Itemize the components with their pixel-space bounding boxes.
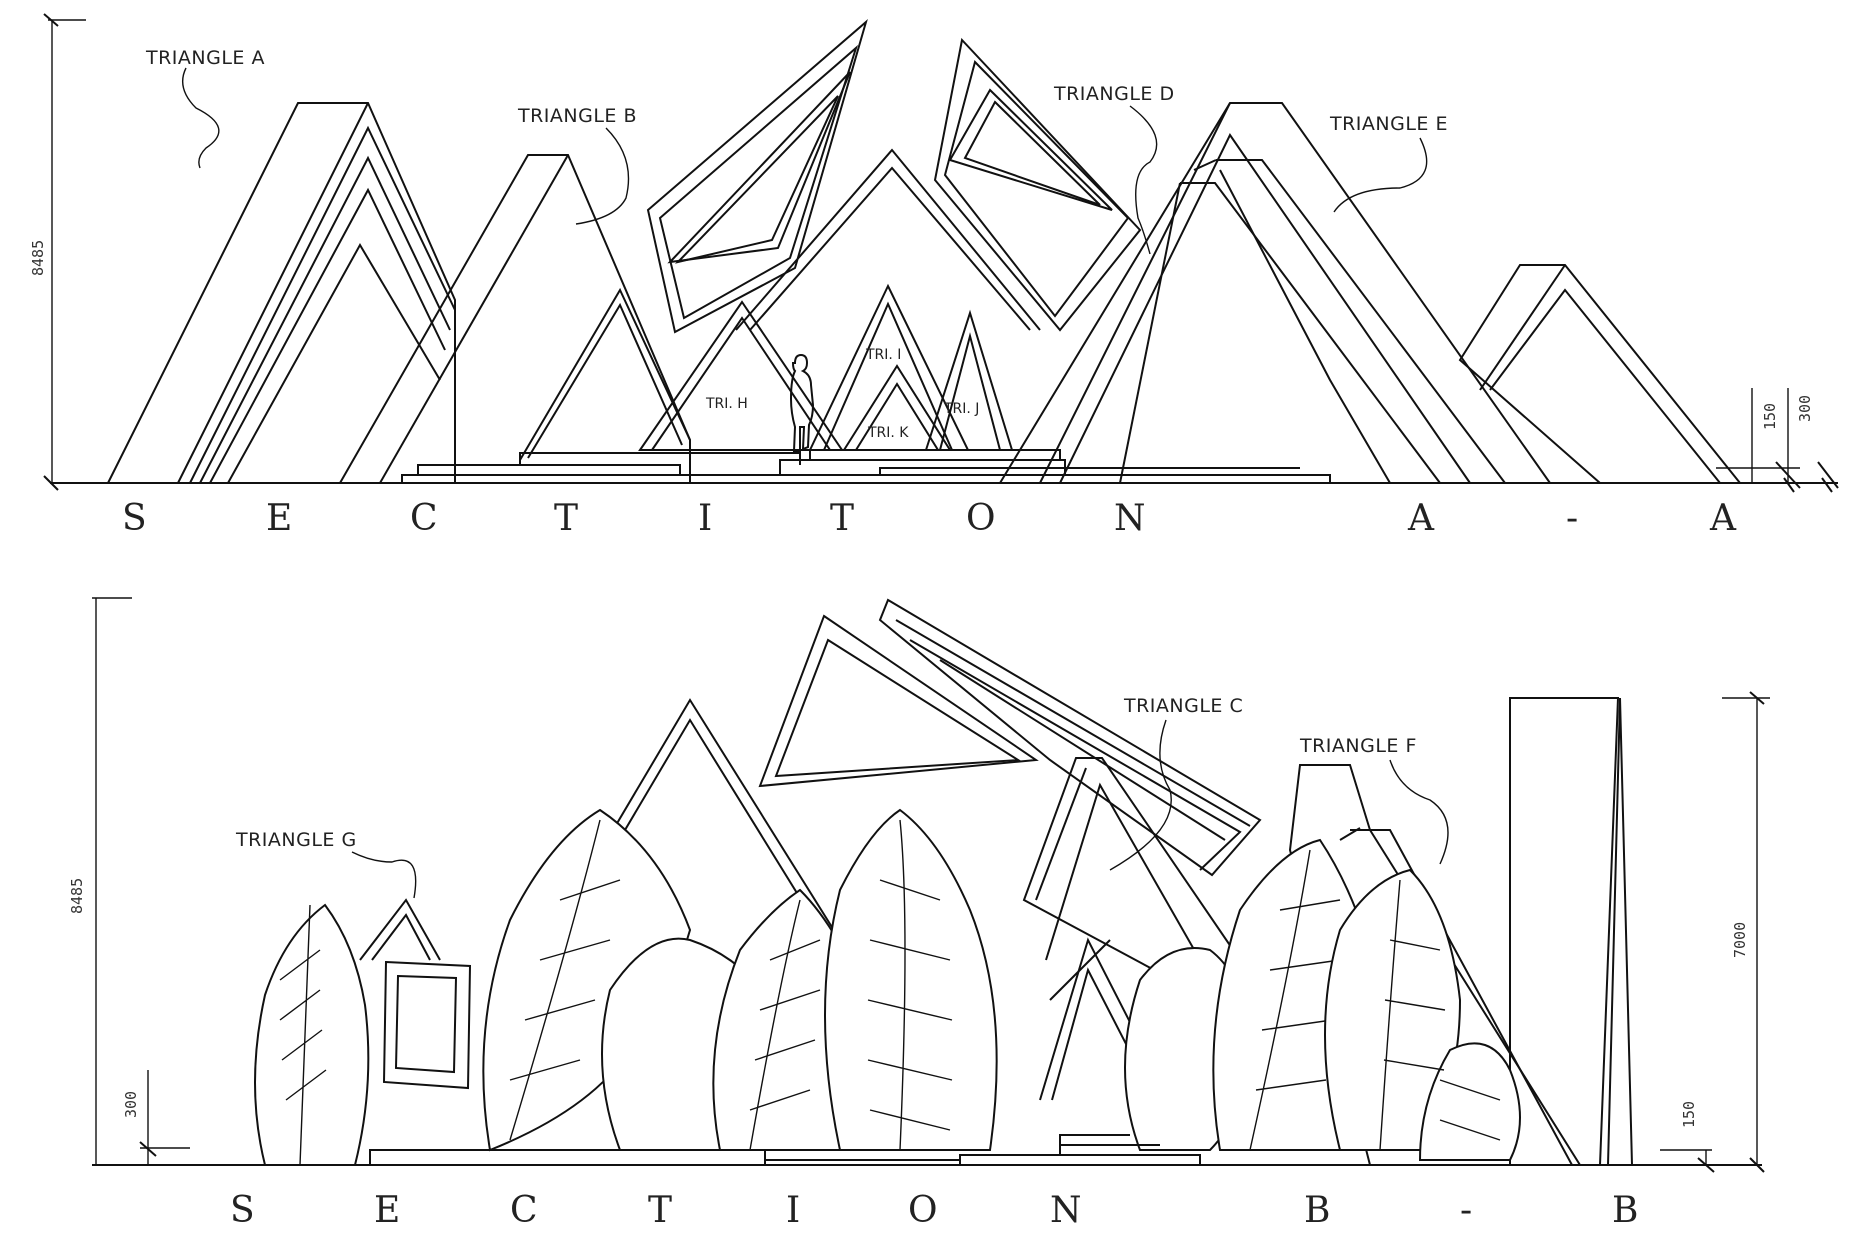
title-a-letter-7: N [1114,498,1146,539]
title-b-letter-5: O [908,1190,938,1231]
leader-triangle-d [1129,105,1158,255]
tall-panel [1509,697,1634,1166]
section-b-title: S E C T I O N B - B [230,1190,1638,1231]
title-a-letter-5: T [830,498,854,539]
dim-300-b: 300 [122,1091,140,1118]
dim-150-a: 150 [1761,403,1779,430]
title-a-letter-3: T [554,498,578,539]
title-b-letter-0: S [230,1190,255,1231]
triangle-h [638,300,844,451]
section-b-right-dims [1660,691,1770,1173]
title-b-letter-2: C [510,1190,538,1231]
label-tri-k: TRI. K [867,425,909,441]
title-b-letter-7: B [1304,1190,1330,1231]
triangle-f [1288,764,1582,1166]
title-b-letter-9: B [1612,1190,1638,1231]
title-a-letter-6: O [966,498,996,539]
leader-triangle-b [575,127,630,225]
label-triangle-d: TRIANGLE D [1053,83,1175,105]
title-a-letter-0: S [122,498,147,539]
title-b-letter-6: N [1050,1190,1082,1231]
label-triangle-f: TRIANGLE F [1299,735,1417,757]
dim-300-a: 300 [1796,395,1814,422]
triangle-g [359,898,441,961]
dim-height-a: 8485 [29,240,47,276]
section-a-steps [401,449,1331,483]
leader-triangle-g [351,851,417,899]
label-triangle-e: TRIANGLE E [1329,113,1448,135]
leader-triangle-c [1109,719,1172,871]
leader-triangle-f [1389,759,1449,865]
title-b-letter-4: I [786,1190,800,1231]
title-a-letter-4: I [698,498,712,539]
label-triangle-c: TRIANGLE C [1123,695,1243,717]
title-b-letter-1: E [374,1190,400,1231]
section-a-title: S E C T I T O N A - A [122,498,1737,539]
triangle-tilted-b [758,598,1262,877]
section-b-drawing [92,597,1770,1173]
leader-triangle-e [1333,137,1428,213]
title-a-letter-8: A [1407,498,1435,539]
label-tri-i: TRI. I [865,347,901,363]
ground-tick-left [43,475,59,491]
triangle-a [106,102,456,484]
title-a-letter-2: C [410,498,438,539]
label-tri-h: TRI. H [705,396,748,412]
human-figure [789,353,815,452]
dim-150-b: 150 [1680,1101,1698,1128]
section-a-labels: TRIANGLE A TRIANGLE B TRIANGLE D TRIANGL… [29,47,1814,441]
triangle-b [338,154,691,484]
section-a-drawing [43,13,1839,493]
triangle-j [924,309,1014,451]
section-b-labels: TRIANGLE C TRIANGLE F TRIANGLE G 8485 70… [68,695,1749,1128]
dim-7000-b: 7000 [1731,922,1749,958]
triangle-center [735,148,1041,331]
triangle-e [998,102,1552,484]
title-a-letter-9: - [1566,498,1578,539]
title-b-letter-3: T [648,1190,672,1231]
label-triangle-g: TRIANGLE G [235,829,357,851]
dim-height-b: 8485 [68,878,86,914]
tilted-triangle-left [646,19,868,334]
triangle-d [933,37,1142,332]
label-tri-j: TRI. J [943,401,979,417]
title-b-letter-8: - [1460,1190,1472,1231]
framed-mirror [382,960,472,1090]
leader-triangle-a [182,67,220,169]
label-triangle-a: TRIANGLE A [145,47,265,69]
label-triangle-b: TRIANGLE B [517,105,637,127]
foliage [254,808,1521,1166]
section-b-left-dims [139,1070,190,1165]
section-a-right-dims [1716,388,1839,493]
title-a-letter-1: E [266,498,292,539]
section-b-steps [369,1134,1201,1165]
title-a-letter-10: A [1709,498,1737,539]
triangle-far-right [1458,264,1743,484]
